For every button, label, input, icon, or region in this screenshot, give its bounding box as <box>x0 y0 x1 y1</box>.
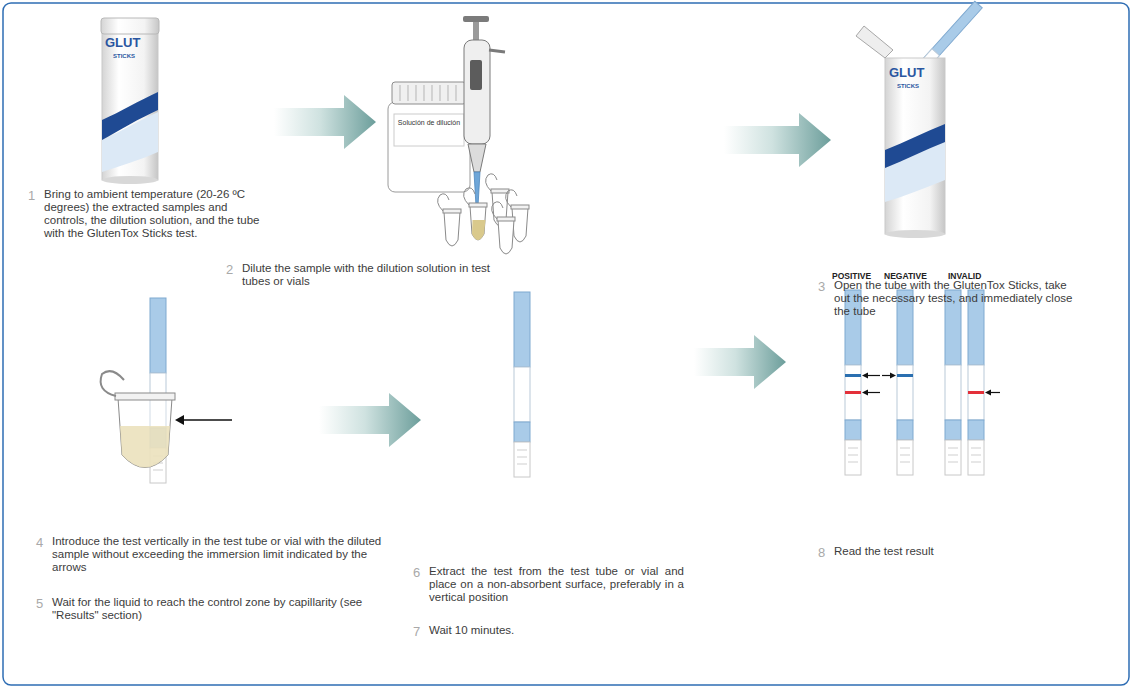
frame-border <box>3 3 1129 685</box>
vial-cup <box>118 398 172 468</box>
pointer-head <box>862 373 868 379</box>
step-instruction: Wait for the liquid to reach the control… <box>52 596 407 622</box>
diluted-sample <box>120 426 170 468</box>
step-instruction: Extract the test from the test tube or v… <box>429 565 684 604</box>
pipette-stem <box>473 22 479 42</box>
control-line <box>897 374 913 377</box>
step-instruction: Read the test result <box>834 545 1014 558</box>
result-strips <box>845 290 1000 475</box>
strip-pad <box>921 1 982 67</box>
tube-label-band <box>885 124 945 168</box>
pointer-head <box>890 373 896 379</box>
step-panel: 7 Wait 10 minutes. <box>413 624 613 644</box>
test-strip <box>897 290 913 475</box>
pipette-body <box>464 40 490 144</box>
step-panel: 8Read the test result <box>790 265 1020 480</box>
pointer-head <box>862 390 868 396</box>
pointer-head <box>985 390 991 396</box>
test-line <box>845 391 861 394</box>
test-strip <box>845 290 861 475</box>
pointer-arrow <box>866 375 880 376</box>
bottle-cap <box>392 82 466 104</box>
vial-lid <box>101 371 124 396</box>
tube-cap <box>101 18 159 34</box>
open-reagent-tube <box>856 1 982 238</box>
bottle-label-text: Solución de dilución <box>394 119 464 127</box>
pipette-plunger <box>463 16 489 22</box>
test-strip <box>514 292 530 477</box>
tube-base <box>885 230 945 238</box>
pipette <box>463 16 505 206</box>
result-heading: POSITIVE <box>832 272 871 282</box>
step-number: 2 <box>226 263 233 276</box>
flow-arrow <box>274 95 376 149</box>
brand-text: STICKS <box>113 53 135 60</box>
step-number: 3 <box>818 280 825 293</box>
pointer-head <box>175 415 184 425</box>
reagent-tube <box>101 18 159 184</box>
step-number: 5 <box>36 597 43 610</box>
tube-body <box>885 58 945 234</box>
test-strip <box>945 290 961 475</box>
step-panel: 5 Wait for the liquid to reach the contro… <box>36 596 411 632</box>
flow-arrow <box>694 335 786 389</box>
result-heading: NEGATIVE <box>884 272 927 282</box>
pipette-tip <box>474 172 480 206</box>
step-number: 7 <box>413 625 420 638</box>
step-panel: 3Open the tube with the GlutenTox Sticks… <box>835 5 1035 240</box>
brand-text: STICKS <box>897 83 919 90</box>
step-number: 4 <box>36 536 43 549</box>
strip-in-vial <box>101 298 232 483</box>
flow-arrow <box>319 393 421 447</box>
step-panel: 2Dilute the sample with the dilution sol… <box>380 15 720 245</box>
step-panel: 1Bring to ambient temperature (20-26 ºC … <box>70 15 270 190</box>
step-instruction: Dilute the sample with the dilution solu… <box>242 262 492 288</box>
vial <box>492 202 515 254</box>
control-line <box>845 374 861 377</box>
test-strip <box>968 290 984 475</box>
brand-text: GLUT <box>105 36 140 51</box>
test-strip <box>921 1 982 67</box>
step-panel: 4Introduce the test vertically in the te… <box>100 295 315 480</box>
step-number: 6 <box>413 566 420 579</box>
vial-rim <box>115 393 175 400</box>
step-instruction: Introduce the test vertically in the tes… <box>52 535 397 574</box>
dilution-bottle <box>388 82 470 192</box>
pointer-arrow <box>182 419 232 421</box>
step-instruction: Open the tube with the GlutenTox Sticks,… <box>834 279 1079 318</box>
tube-label-band <box>102 92 158 140</box>
pipette-display <box>470 60 482 90</box>
pointer-arrow <box>866 392 880 393</box>
tube-body <box>102 30 158 180</box>
tube-base <box>102 176 158 184</box>
brand-text: GLUT <box>889 66 924 81</box>
flow-arrow <box>724 113 831 167</box>
step-number: 8 <box>818 546 825 559</box>
vial-liquid <box>472 220 486 240</box>
step-instruction: Bring to ambient temperature (20-26 ºC d… <box>44 188 262 240</box>
sample-vials <box>438 174 529 254</box>
cap-ribs <box>400 85 456 101</box>
pipette-cone <box>468 144 486 172</box>
step-instruction: Wait 10 minutes. <box>429 624 609 637</box>
tube-lid <box>856 26 893 58</box>
result-heading: INVALID <box>948 272 981 282</box>
vial <box>464 188 487 240</box>
pipette-hook <box>489 50 505 52</box>
vial <box>438 194 461 246</box>
step-number: 1 <box>28 189 35 202</box>
bottle-body <box>388 102 470 192</box>
test-line <box>968 391 984 394</box>
step-panel: 6Extract the test from the test tube or … <box>425 295 690 480</box>
bottle-label <box>394 114 464 146</box>
